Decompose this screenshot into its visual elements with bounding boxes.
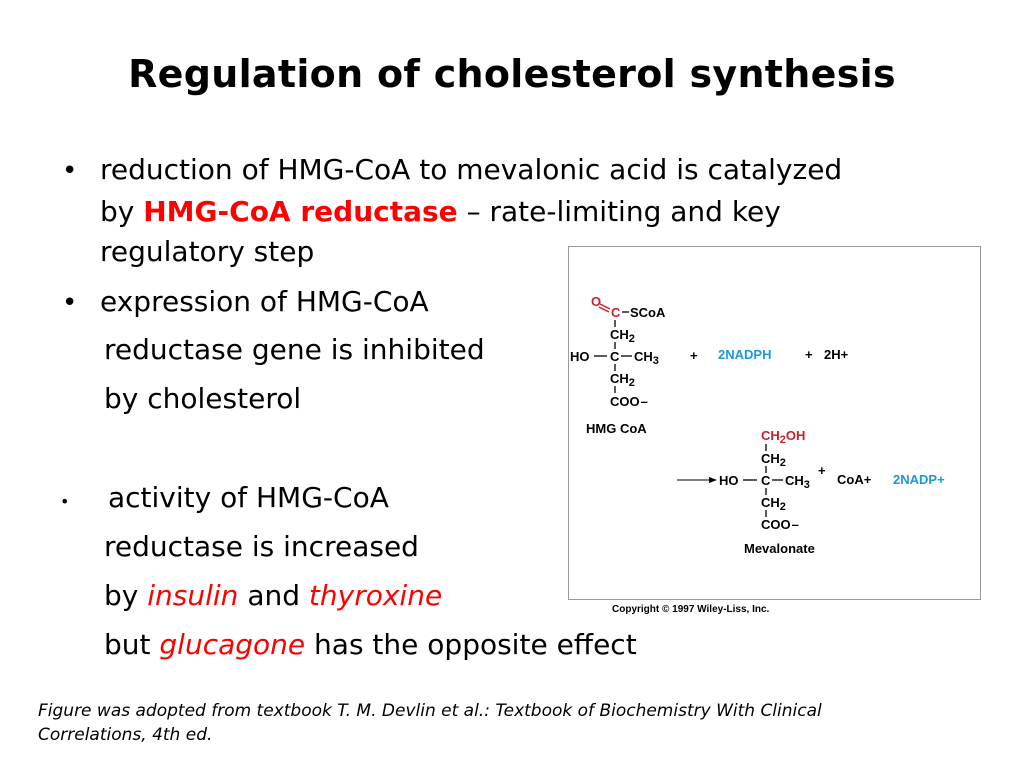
figure-source-footnote: Figure was adopted from textbook T. M. D… bbox=[38, 699, 938, 747]
bullet-3-line-1: activity of HMG-CoA bbox=[108, 481, 389, 514]
mev-ch2-a: CH2 bbox=[761, 451, 786, 469]
bullet-2-line-1: expression of HMG-CoA bbox=[100, 285, 429, 318]
reagent-plus-1: + bbox=[690, 348, 698, 363]
bullet-2-line-3: by cholesterol bbox=[104, 382, 302, 415]
nadp-label: 2NADP+ bbox=[893, 472, 945, 487]
hmg-central-carbon: C bbox=[610, 349, 620, 364]
bullet-3-marker: • bbox=[60, 492, 70, 511]
mev-ch3: CH3 bbox=[785, 473, 810, 491]
scoa-group: SCoA bbox=[630, 305, 666, 320]
footnote-line-1: Figure was adopted from textbook T. M. D… bbox=[38, 701, 822, 721]
thyroxine-highlight: thyroxine bbox=[308, 579, 443, 612]
hmg-coo: COO– bbox=[610, 394, 648, 409]
bullet-3-prefix: by bbox=[104, 579, 148, 612]
bullet-2-line-2: reductase gene is inhibited bbox=[104, 333, 485, 366]
nadph-label: 2NADPH bbox=[718, 347, 771, 362]
bullet-3-and: and bbox=[238, 579, 309, 612]
reaction-arrow-icon bbox=[709, 477, 717, 483]
slide-title: Regulation of cholesterol synthesis bbox=[128, 52, 896, 96]
bullet-1-prefix: by bbox=[100, 195, 144, 228]
carbonyl-double-bond-2 bbox=[598, 306, 610, 313]
bullet-3-suffix: has the opposite effect bbox=[305, 628, 637, 661]
reagent-plus-2: + bbox=[805, 347, 813, 362]
hmg-ch2-a: CH2 bbox=[610, 327, 635, 345]
carbonyl-oxygen: O bbox=[591, 294, 601, 309]
bullet-1-line-2: by HMG-CoA reductase – rate-limiting and… bbox=[100, 198, 781, 226]
bullet-3-line-2: reductase is increased bbox=[104, 530, 419, 563]
hmg-ho: HO bbox=[570, 349, 590, 364]
mevalonate-label: Mevalonate bbox=[744, 541, 815, 556]
hmg-coa-reductase-highlight: HMG-CoA reductase bbox=[143, 195, 458, 228]
coa-label: CoA+ bbox=[837, 472, 872, 487]
reaction-figure: O C SCoA CH2 HO C CH3 CH2 COO– HMG CoA +… bbox=[568, 246, 981, 600]
mev-ho: HO bbox=[719, 473, 739, 488]
hmg-coa-label: HMG CoA bbox=[586, 421, 647, 436]
bullet-1-suffix: – rate-limiting and key bbox=[457, 195, 781, 228]
footnote-line-2: Correlations, 4th ed. bbox=[38, 725, 213, 745]
proton-label: 2H+ bbox=[824, 347, 849, 362]
bullet-1-line-1: reduction of HMG-CoA to mevalonic acid i… bbox=[100, 153, 843, 186]
insulin-highlight: insulin bbox=[147, 579, 239, 612]
bullet-3-line-4: but glucagone has the opposite effect bbox=[104, 631, 637, 659]
mev-plus: + bbox=[818, 463, 826, 478]
bullet-1-marker: • bbox=[62, 156, 78, 186]
carbonyl-carbon: C bbox=[611, 305, 621, 320]
bullet-1-line-3: regulatory step bbox=[100, 235, 315, 268]
glucagone-highlight: glucagone bbox=[159, 628, 306, 661]
bullet-3-line-3: by insulin and thyroxine bbox=[104, 582, 442, 610]
figure-copyright: Copyright © 1997 Wiley-Liss, Inc. bbox=[612, 604, 770, 615]
hmg-ch3: CH3 bbox=[634, 349, 659, 367]
mev-central-carbon: C bbox=[761, 473, 771, 488]
hmg-ch2-b: CH2 bbox=[610, 371, 635, 389]
carbonyl-double-bond-1 bbox=[599, 303, 611, 310]
mev-coo: COO– bbox=[761, 517, 799, 532]
bullet-2-marker: • bbox=[62, 288, 78, 318]
mev-ch2-b: CH2 bbox=[761, 495, 786, 513]
bullet-3-but: but bbox=[104, 628, 160, 661]
mev-ch2oh: CH2OH bbox=[761, 428, 805, 446]
reaction-diagram: O C SCoA CH2 HO C CH3 CH2 COO– HMG CoA +… bbox=[570, 294, 945, 556]
